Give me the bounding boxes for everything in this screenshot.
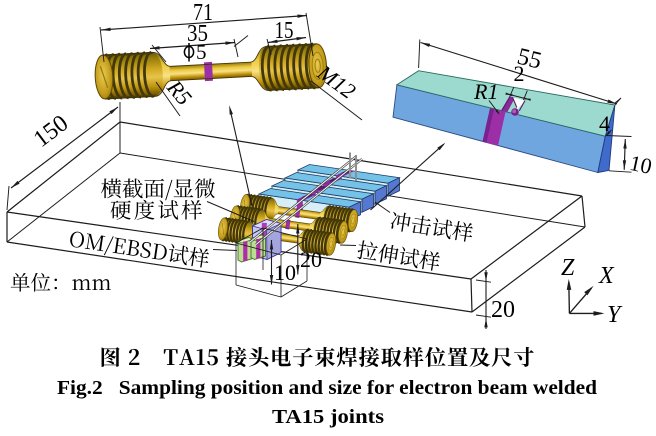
svg-text:10: 10 <box>627 150 654 179</box>
svg-text:20: 20 <box>491 297 515 323</box>
svg-text:Z: Z <box>561 255 575 281</box>
svg-text:TA15 joints: TA15 joints <box>272 406 384 428</box>
svg-text:Y: Y <box>607 302 623 328</box>
svg-text:71: 71 <box>193 0 213 26</box>
svg-text:R1: R1 <box>473 79 498 104</box>
svg-text:4: 4 <box>599 111 610 136</box>
svg-text:15: 15 <box>275 18 294 44</box>
svg-text:2: 2 <box>514 61 525 86</box>
svg-text:5: 5 <box>196 40 207 64</box>
svg-text:X: X <box>598 263 615 289</box>
svg-text:10: 10 <box>274 260 296 285</box>
svg-text:Fig.2 Sampling position and: Fig.2 Sampling position and size for ele… <box>57 377 597 399</box>
svg-text:35: 35 <box>187 21 208 47</box>
svg-text:20: 20 <box>300 247 322 272</box>
